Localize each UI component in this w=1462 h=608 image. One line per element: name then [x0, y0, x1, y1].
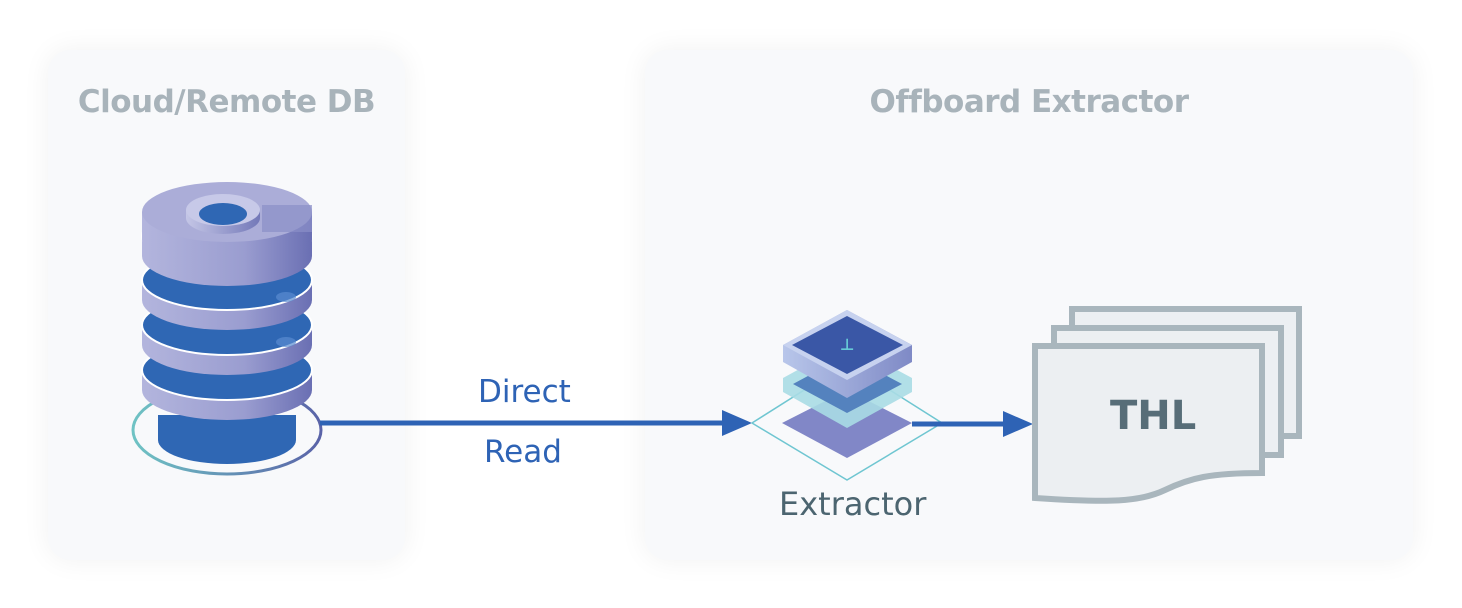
- arrowhead-icon: [722, 410, 752, 436]
- extractor-base-diamond: [750, 362, 944, 481]
- edge-label-read: Read: [484, 434, 562, 470]
- database-stack-icon: [131, 182, 323, 476]
- node-label-extractor: Extractor: [779, 485, 927, 523]
- group-title-cloud-remote-db: Cloud/Remote DB: [77, 84, 376, 120]
- arrowhead-icon: [1003, 411, 1033, 437]
- edge-label-direct: Direct: [478, 374, 571, 410]
- chip-logo-icon: ⊥: [840, 335, 855, 354]
- chip-stack-icon: ⊥: [750, 310, 944, 481]
- group-title-offboard-extractor: Offboard Extractor: [869, 84, 1189, 120]
- document-stack-icon: [1032, 306, 1302, 504]
- edge-extractor-to-thl: [912, 411, 1033, 437]
- group-offboard-extractor: Offboard Extractor: [645, 50, 1413, 560]
- node-label-thl: THL: [1110, 393, 1197, 439]
- edge-direct-read: [320, 410, 752, 436]
- database-top-disc: [142, 182, 312, 270]
